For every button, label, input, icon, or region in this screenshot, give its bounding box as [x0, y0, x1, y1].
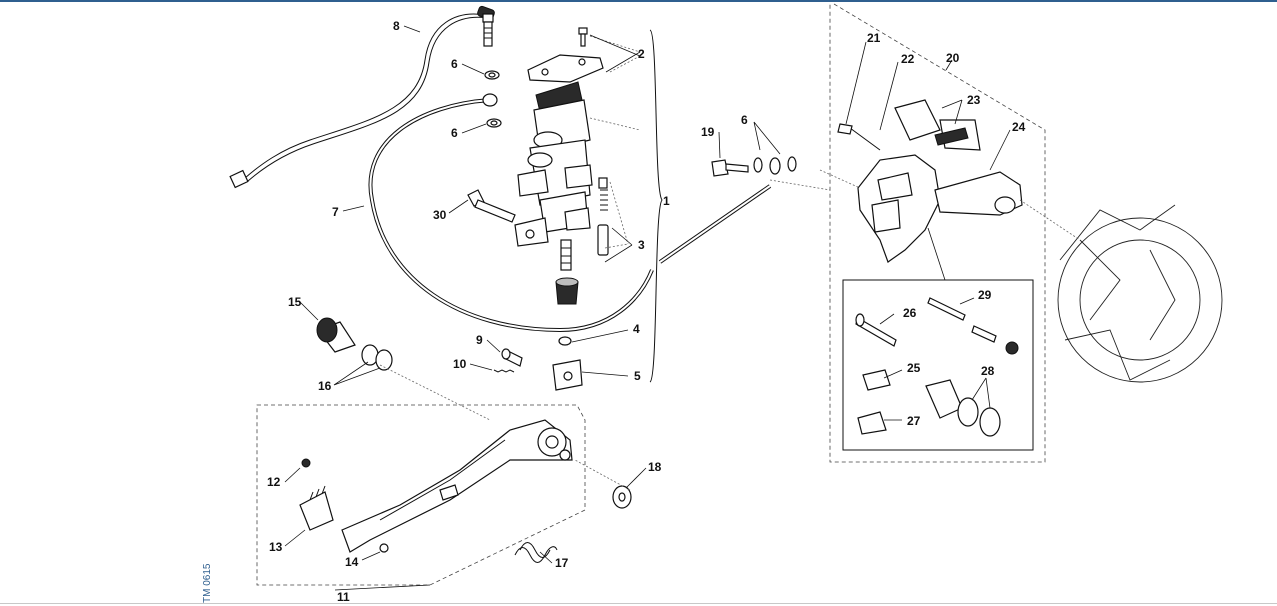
clevis — [552, 336, 583, 391]
callout-16: 16 — [318, 379, 332, 393]
callout-8: 8 — [393, 19, 400, 33]
clevis-pin — [493, 348, 523, 373]
callout-3: 3 — [638, 238, 645, 252]
callout-24: 24 — [1012, 120, 1026, 134]
callout-26: 26 — [903, 306, 917, 320]
callout-18: 18 — [648, 460, 662, 474]
caliper-small-parts — [855, 297, 1019, 437]
brake-pads — [894, 99, 981, 151]
bracket-1 — [649, 29, 663, 383]
mounting-bolt — [467, 189, 516, 223]
crush-washers — [482, 70, 502, 128]
brake-disc — [1057, 204, 1223, 383]
guide-lines-group-1 — [589, 35, 641, 249]
callout-leaders — [284, 25, 1011, 591]
callout-10: 10 — [453, 357, 467, 371]
bottom-border — [0, 603, 1277, 604]
pedal-group-box — [256, 404, 586, 586]
callout-25: 25 — [907, 361, 921, 375]
callout-20: 20 — [946, 51, 960, 65]
callout-11: 11 — [337, 590, 350, 604]
top-border — [0, 0, 1277, 2]
return-spring — [514, 542, 558, 563]
guide-lines — [379, 169, 1081, 491]
brake-hose — [368, 98, 772, 333]
callout-14: 14 — [345, 555, 359, 569]
callout-9: 9 — [476, 333, 483, 347]
callout-19: 19 — [701, 125, 715, 139]
callout-30: 30 — [433, 208, 447, 222]
drawing-code: TM 0615 — [202, 563, 213, 603]
callout-28: 28 — [981, 364, 995, 378]
callout-6-lower: 6 — [451, 126, 458, 140]
reservoir-screw — [578, 27, 588, 47]
callout-23: 23 — [967, 93, 981, 107]
callout-22: 22 — [901, 52, 915, 66]
callout-29: 29 — [978, 288, 992, 302]
pedal-tip — [299, 458, 389, 553]
callout-labels: 1 2 3 4 5 6 6 6 7 8 9 10 11 12 13 14 15 … — [267, 19, 1026, 604]
callout-15: 15 — [288, 295, 302, 309]
callout-2: 2 — [638, 47, 645, 61]
callout-12: 12 — [267, 475, 281, 489]
master-cylinder — [514, 54, 604, 247]
caliper-parts-box — [842, 227, 1034, 451]
callout-13: 13 — [269, 540, 283, 554]
callout-17: 17 — [555, 556, 569, 570]
caliper-bolt — [711, 156, 797, 177]
brake-pedal — [341, 419, 573, 553]
callout-6-upper: 6 — [451, 57, 458, 71]
callout-7: 7 — [332, 205, 339, 219]
callout-1: 1 — [663, 194, 670, 208]
caliper-group-box — [829, 3, 1046, 463]
pivot-parts — [316, 317, 632, 509]
callout-21: 21 — [867, 31, 881, 45]
banjo-bolt — [482, 13, 494, 47]
brake-light-switch-cable — [229, 5, 495, 189]
callout-5: 5 — [634, 369, 641, 383]
callout-27: 27 — [907, 414, 921, 428]
callout-4: 4 — [633, 322, 640, 336]
brake-caliper — [837, 123, 1023, 263]
callout-6-right: 6 — [741, 113, 748, 127]
pushrod-springs — [555, 177, 609, 305]
